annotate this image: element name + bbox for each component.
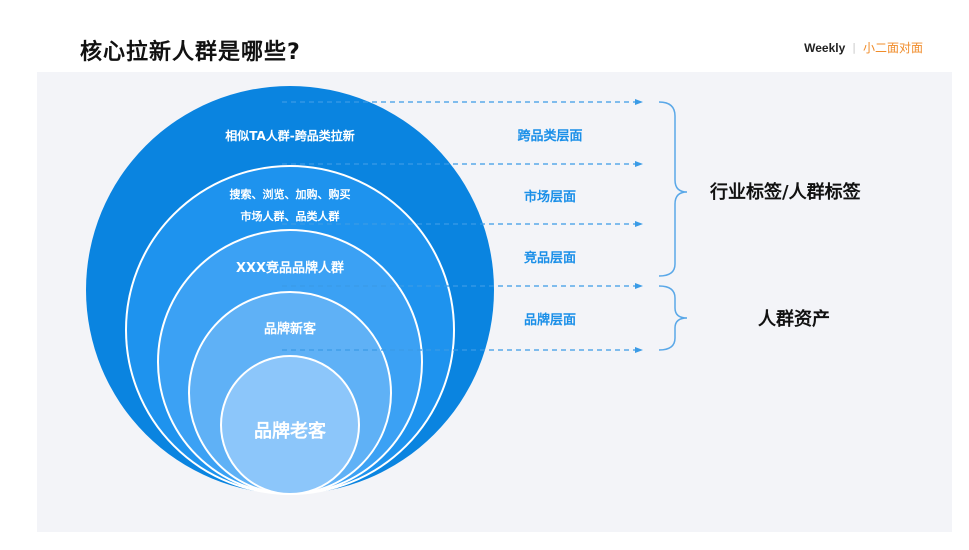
layer-brand: 品牌层面: [523, 313, 577, 328]
diagram-canvas: [86, 86, 688, 495]
label-old-customer: 品牌老客: [254, 421, 326, 442]
arrow-head-2: [635, 161, 643, 167]
brand-subtitle: 小二面对面: [862, 41, 923, 55]
brand-separator: |: [852, 41, 856, 54]
arrow-head-1: [635, 99, 643, 105]
label-new-customer: 品牌新客: [263, 322, 317, 337]
label-market-line2: 市场人群、品类人群: [240, 210, 340, 223]
diagram-panel: 相似TA人群-跨品类拉新 搜索、浏览、加购、购买 市场人群、品类人群 XXX竞品…: [37, 72, 952, 532]
page-title: 核心拉新人群是哪些?: [80, 40, 301, 65]
layer-competitor: 竞品层面: [523, 251, 577, 266]
layer-cross-category: 跨品类层面: [517, 129, 583, 144]
label-cross-category: 相似TA人群-跨品类拉新: [225, 129, 355, 143]
brand-mark: Weekly | 小二面对面: [804, 39, 923, 56]
bracket-crowd-assets: [658, 285, 688, 351]
label-market-line1: 搜索、浏览、加购、购买: [229, 188, 351, 201]
group-industry-tags: 行业标签/人群标签: [710, 182, 861, 203]
arrow-head-5: [635, 347, 643, 353]
brand-weekly: Weekly: [804, 40, 846, 55]
group-crowd-assets: 人群资产: [758, 309, 830, 330]
circle-old-customer: [220, 355, 360, 495]
layer-market: 市场层面: [523, 190, 577, 205]
arrow-head-3: [635, 221, 643, 227]
arrow-head-4: [635, 283, 643, 289]
bracket-industry-tags: [658, 101, 688, 277]
label-competitor: XXX竞品品牌人群: [235, 261, 345, 276]
